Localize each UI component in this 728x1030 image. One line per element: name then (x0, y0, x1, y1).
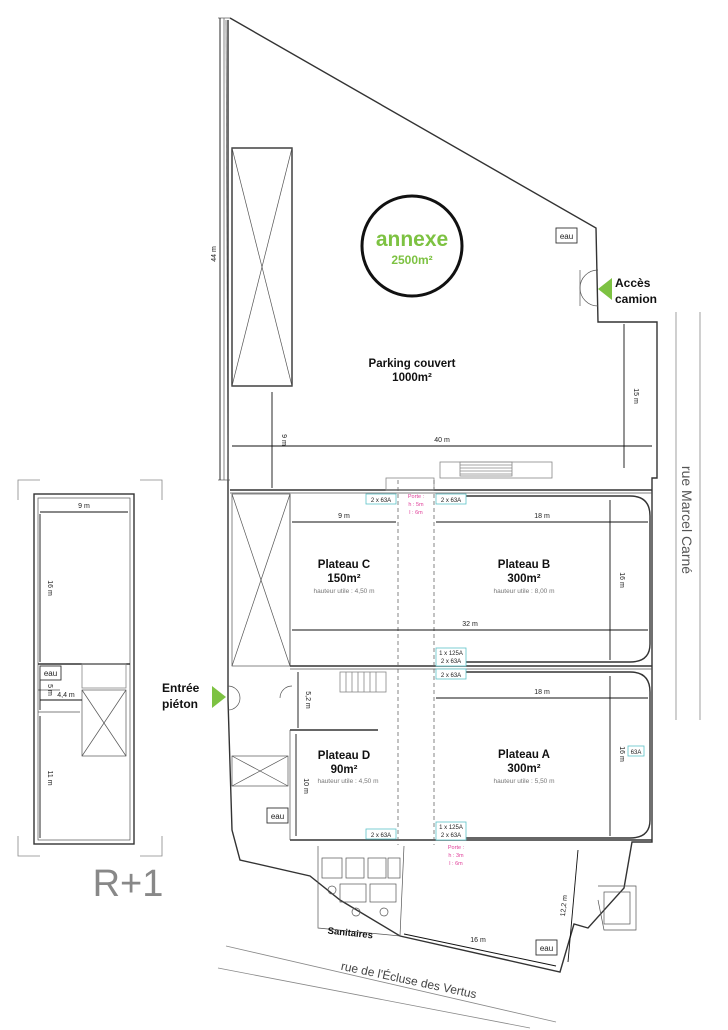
plateau-a-area: 300m² (507, 763, 540, 775)
plateau-a-height: hauteur utile : 5,50 m (493, 778, 554, 785)
pedestrian-arrow-icon (212, 686, 226, 708)
door-bottom-l2: h : 3m (448, 853, 464, 859)
door-bottom-l3: l : 6m (449, 861, 463, 867)
truck-access: Accès camion (598, 276, 657, 306)
plateau-d-height: hauteur utile : 4,50 m (317, 778, 378, 785)
dim-5-2m: 5,2 m (304, 691, 311, 709)
pedestrian-access-line2: piéton (162, 697, 198, 711)
pedestrian-access: Entrée piéton (162, 681, 226, 711)
parking-ramp (231, 147, 293, 387)
r1-inset: 9 m 16 m 5 m 4,4 m 11 m eau R+1 (17, 479, 164, 905)
annexe-badge: annexe 2500m² (360, 194, 464, 298)
street-south: rue de l'Écluse des Vertus (340, 958, 478, 1001)
truck-doors (579, 269, 599, 307)
r1-dim-11m: 11 m (46, 770, 53, 785)
street-east: rue Marcel Carné (679, 466, 695, 574)
eau-plateau-d: eau (266, 807, 289, 824)
plateau-d-area: 90m² (331, 764, 358, 776)
pedestrian-door (227, 685, 293, 711)
dim-16m-sanitaires: 16 m (470, 937, 486, 944)
dim-9m-plateau-c: 9 m (338, 513, 350, 520)
r1-dim-4-4m: 4,4 m (57, 692, 75, 699)
power-tag-7a: 1 x 125A (439, 825, 463, 831)
pedestrian-access-line1: Entrée (162, 681, 200, 695)
eau-label: eau (271, 812, 284, 821)
r1-dim-9m: 9 m (78, 503, 90, 510)
dim-15m: 15 m (632, 388, 639, 404)
plateau-b-height: hauteur utile : 8,00 m (493, 588, 554, 595)
parking-area: 1000m² (392, 372, 432, 384)
truck-access-line2: camion (615, 292, 657, 306)
central-corridor (397, 480, 435, 845)
power-tag-5: 63A (631, 750, 642, 756)
eau-label: eau (44, 669, 57, 678)
r1-dim-16m: 16 m (46, 580, 53, 596)
power-tag-2: 2 x 63A (441, 498, 461, 504)
door-top-l3: l : 6m (409, 510, 423, 516)
corner-building (597, 885, 637, 931)
door-note-top: Porte : h : 5m l : 6m (408, 494, 425, 516)
dim-18m-plateau-a: 18 m (534, 689, 550, 696)
door-top-l2: h : 5m (408, 502, 424, 508)
parking-name: Parking couvert (369, 358, 456, 370)
building-outline (218, 17, 658, 973)
plateau-b-name: Plateau B (498, 559, 550, 571)
dim-40m: 40 m (434, 437, 450, 444)
level-label: R+1 (93, 863, 164, 905)
plateau-c-void (231, 493, 291, 667)
eau-label: eau (540, 944, 553, 953)
dim-44m: 44 m (211, 246, 218, 262)
eau-label: eau (560, 232, 573, 241)
interior-walls (289, 665, 652, 841)
dim-32m: 32 m (462, 621, 478, 628)
dimensions: 44 m 40 m 15 m 9 m 9 m 18 m 16 m 32 m 18… (211, 18, 652, 967)
truck-arrow-icon (598, 278, 612, 300)
r1-dim-5m: 5 m (46, 684, 53, 696)
plateau-d-name: Plateau D (318, 750, 370, 762)
plateau-outlines (436, 495, 651, 839)
sanitaires-block (317, 845, 405, 937)
dim-10m: 10 m (302, 778, 309, 794)
plateau-a-name: Plateau A (498, 749, 550, 761)
dim-16m-plateau-a: 16 m (618, 746, 625, 762)
power-tag-3a: 1 x 125A (439, 651, 463, 657)
annexe-area: 2500m² (391, 253, 432, 267)
annexe-title: annexe (376, 228, 448, 251)
door-bottom-l1: Porte : (448, 845, 465, 851)
eau-sanitaires: eau (535, 939, 558, 956)
street-lines (217, 312, 701, 1029)
plateau-c-name: Plateau C (318, 559, 370, 571)
truck-access-line1: Accès (615, 276, 651, 290)
power-tag-6: 2 x 63A (371, 833, 391, 839)
plateau-b-area: 300m² (507, 573, 540, 585)
power-tag-1: 2 x 63A (371, 498, 391, 504)
power-tag-3b: 2 x 63A (441, 659, 461, 665)
dim-16m-plateau-b: 16 m (618, 572, 625, 588)
sanitaires-label: Sanitaires (327, 926, 373, 942)
eau-parking: eau (555, 227, 578, 244)
plateau-d-void (231, 755, 289, 787)
dim-9m-parking: 9 m (280, 434, 287, 446)
plateau-c-height: hauteur utile : 4,50 m (313, 588, 374, 595)
power-tag-4: 2 x 63A (441, 673, 461, 679)
dim-12-2m: 12,2 m (560, 895, 569, 917)
door-top-l1: Porte : (408, 494, 425, 500)
plateau-c-area: 150m² (327, 573, 360, 585)
power-tags: 2 x 63A 2 x 63A 1 x 125A 2 x 63A 2 x 63A… (365, 493, 645, 841)
dim-18m-plateau-b: 18 m (534, 513, 550, 520)
door-note-bottom: Porte : h : 3m l : 6m (448, 845, 465, 867)
power-tag-7b: 2 x 63A (441, 833, 461, 839)
